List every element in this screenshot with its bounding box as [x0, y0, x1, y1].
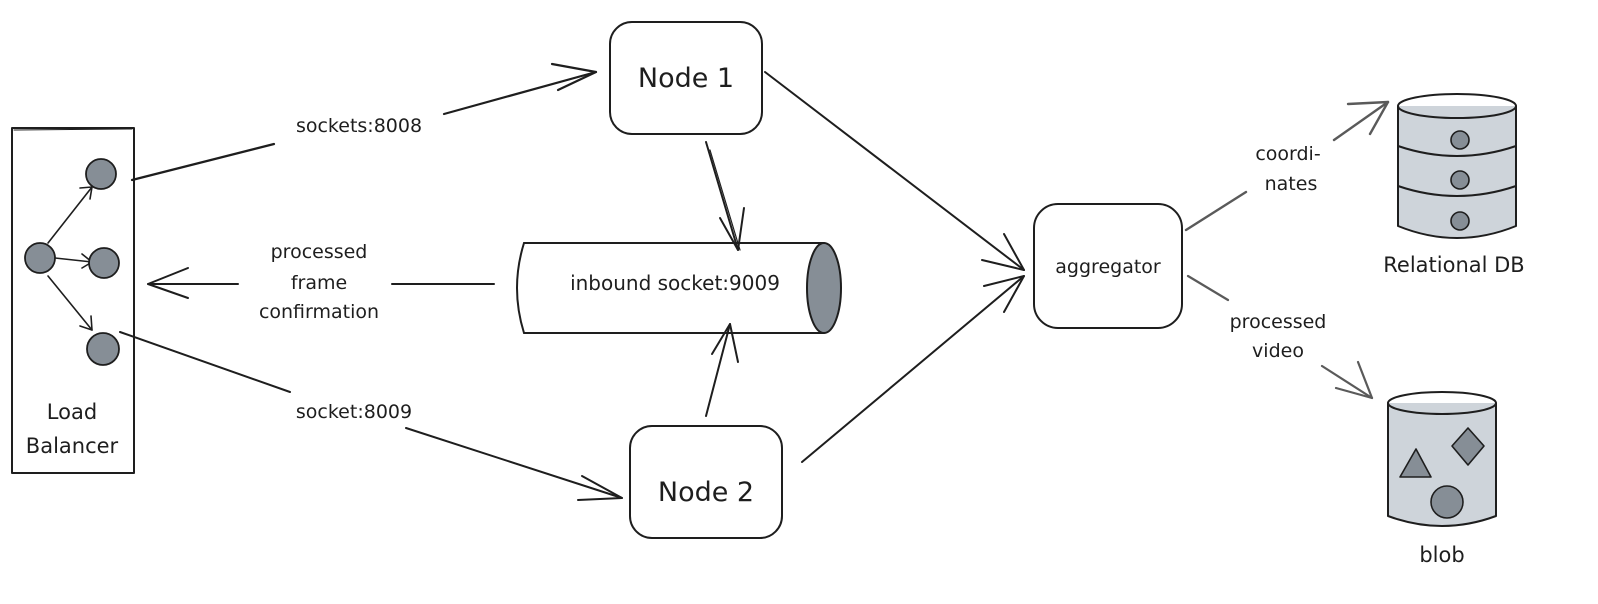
edge-label-processed-line1: processed	[271, 241, 368, 263]
db-dot-3	[1450, 211, 1470, 231]
blob-diamond-icon	[1451, 427, 1485, 466]
edge-node1-to-aggregator	[764, 71, 1025, 271]
lb-label-line1: Load	[47, 400, 97, 424]
edge-node2-to-aggregator	[801, 275, 1025, 463]
blob-triangle-icon	[1399, 448, 1432, 478]
queue-label: inbound socket:9009	[570, 271, 780, 295]
edge-label-processed-line3: confirmation	[259, 301, 379, 323]
blob-storage: blob	[1387, 391, 1497, 567]
node-2: Node 2	[629, 425, 783, 539]
edge-label-processed-line2: frame	[291, 272, 347, 294]
lb-circle-bottom	[86, 332, 120, 366]
db-dot-2	[1450, 170, 1470, 190]
edge-lb-to-node2: socket:8009	[119, 331, 623, 501]
edge-aggregator-to-db: coordi- nates	[1184, 100, 1390, 232]
db-dot-1	[1450, 130, 1470, 150]
edge-label-processed-video-line2: video	[1252, 340, 1304, 362]
edge-lb-to-node1: sockets:8008	[130, 62, 598, 182]
edge-node2-to-queue	[705, 323, 739, 417]
node-2-label: Node 2	[658, 477, 754, 508]
blob-label: blob	[1419, 543, 1464, 567]
lb-inner-arrows	[47, 186, 93, 331]
node-1-label: Node 1	[638, 63, 734, 94]
edge-label-coordinates-line1: coordi-	[1255, 143, 1320, 165]
lb-circle-middle	[88, 247, 120, 279]
aggregator-label: aggregator	[1055, 256, 1161, 278]
edge-label-processed-video-line1: processed	[1230, 311, 1327, 333]
load-balancer: Load Balancer	[11, 127, 135, 474]
lb-label-line2: Balancer	[26, 434, 119, 458]
edge-label-socket-8009: socket:8009	[296, 401, 412, 423]
edge-queue-to-lb: processed frame confirmation	[147, 241, 495, 323]
lb-circle-source	[24, 242, 56, 274]
edge-node1-to-queue	[705, 141, 745, 251]
node-1: Node 1	[609, 21, 763, 135]
relational-db-label: Relational DB	[1383, 253, 1524, 277]
aggregator: aggregator	[1033, 203, 1183, 329]
edge-label-coordinates-line2: nates	[1265, 173, 1318, 195]
relational-db: Relational DB	[1383, 93, 1525, 277]
lb-circle-top	[85, 158, 117, 190]
inbound-socket-queue: inbound socket:9009	[516, 242, 842, 334]
edge-label-sockets-8008: sockets:8008	[296, 115, 422, 137]
edge-aggregator-to-blob: processed video	[1186, 274, 1374, 400]
blob-circle-icon	[1430, 485, 1464, 519]
